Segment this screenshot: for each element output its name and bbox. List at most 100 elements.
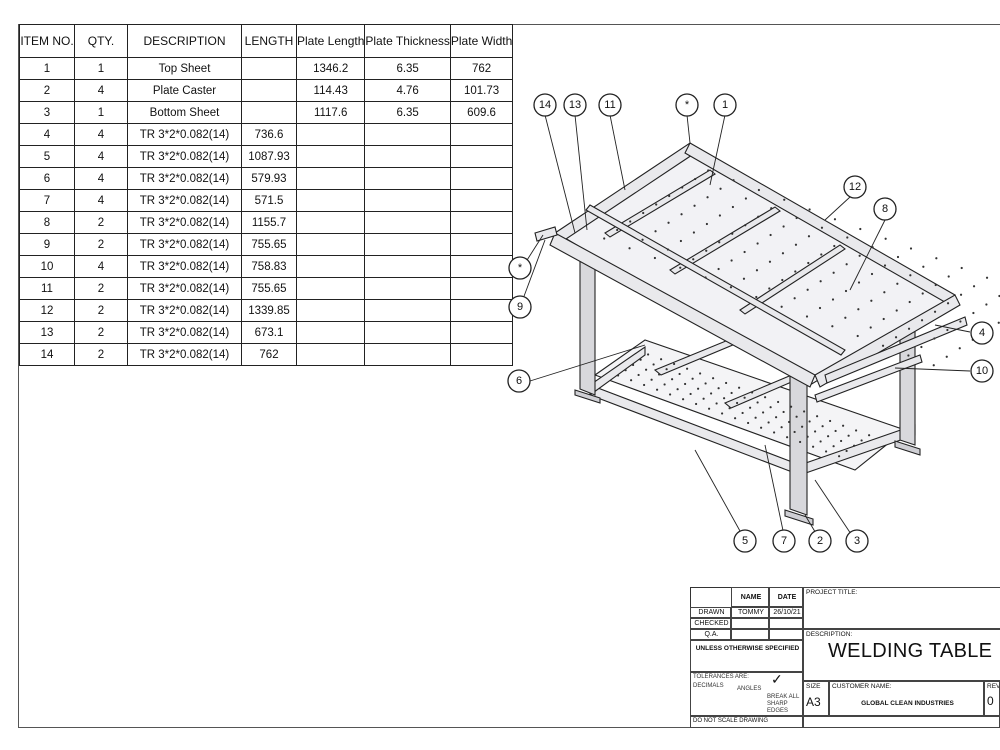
perforation-hole: [820, 226, 824, 229]
perforation-hole: [947, 275, 950, 278]
tolerances-box: TOLERANCES ARE: DECIMALS ANGLES ✓ BREAK …: [690, 672, 803, 716]
perforation-hole: [868, 434, 871, 437]
bom-cell-qty: 2: [74, 233, 128, 256]
svg-text:8: 8: [882, 203, 888, 215]
drawn-name: TOMMY: [731, 607, 769, 618]
bom-header-row: ITEM NO. QTY. DESCRIPTION LENGTH Plate L…: [19, 24, 514, 58]
bom-cell-desc: TR 3*2*0.082(14): [127, 145, 242, 168]
perforation-hole: [624, 369, 627, 372]
bom-cell-desc: TR 3*2*0.082(14): [127, 277, 242, 300]
perforation-hole: [706, 196, 709, 199]
top-crossbar-2: [669, 206, 781, 275]
perforation-hole: [769, 233, 772, 237]
perforation-hole: [697, 387, 700, 390]
perforation-hole: [985, 276, 989, 279]
perforation-hole: [825, 450, 828, 453]
bom-cell-qty: 1: [74, 57, 128, 80]
unless-specified-label: UNLESS OTHERWISE SPECIFIED: [690, 640, 803, 672]
perforation-hole: [749, 406, 752, 409]
perforation-hole: [762, 411, 765, 414]
col-qty: QTY.: [74, 24, 128, 58]
bom-cell-qty: 4: [74, 189, 128, 212]
perforation-hole: [693, 204, 696, 207]
qa-name: [731, 629, 769, 640]
bom-cell-pwid: [449, 343, 514, 366]
perforation-hole: [801, 425, 804, 428]
perforation-hole: [754, 416, 757, 419]
rev-value: 0: [987, 694, 994, 708]
perforation-hole: [637, 373, 640, 377]
bom-cell-plen: [295, 299, 366, 322]
size-label: SIZE: [806, 683, 821, 690]
balloon-5: 5: [733, 529, 757, 553]
perforation-hole: [658, 373, 661, 376]
bom-cell-item: 9: [19, 233, 75, 256]
perforation-hole: [818, 306, 822, 310]
bom-cell-item: 13: [19, 321, 75, 344]
perforation-hole: [692, 258, 695, 261]
caster-plate-1: [574, 389, 601, 404]
svg-text:12: 12: [849, 181, 861, 193]
checked-label: CHECKED: [690, 618, 731, 629]
bom-cell-desc: Bottom Sheet: [127, 101, 242, 124]
perforation-hole: [946, 328, 949, 332]
bom-cell-plen: 1346.2: [295, 57, 366, 80]
bom-cell-length: [241, 57, 297, 80]
perforation-hole: [934, 283, 937, 287]
balloon-14: 14: [533, 93, 557, 117]
perforation-hole: [715, 402, 718, 405]
perforation-hole: [844, 289, 848, 293]
bom-cell-item: 3: [19, 101, 75, 124]
perforation-hole: [691, 377, 694, 380]
perforation-hole: [819, 280, 822, 283]
leg-front-right: [789, 372, 808, 516]
perforation-hole: [935, 257, 938, 260]
perforation-hole: [710, 392, 713, 395]
bom-cell-qty: 2: [74, 299, 128, 322]
perforation-hole: [869, 326, 872, 329]
perforation-hole: [855, 429, 858, 432]
perforation-hole: [985, 303, 988, 306]
name-header: NAME: [731, 587, 769, 607]
bom-cell-plen: [295, 343, 366, 366]
perforation-hole: [712, 377, 715, 380]
perforation-hole: [907, 354, 910, 357]
perforation-hole: [764, 396, 767, 399]
perforation-hole: [681, 186, 684, 189]
perforation-hole: [788, 420, 791, 424]
perforation-hole: [847, 434, 850, 437]
perforation-hole: [656, 388, 659, 391]
perforation-hole: [743, 396, 746, 399]
welding-table-isometric-drawing: 14 13 11 * 1 12 8 * 9 4 10 6 5 7 2 3: [507, 93, 1000, 553]
svg-text:6: 6: [516, 375, 522, 387]
leader-lines: [519, 114, 971, 541]
col-plate-width: Plate Width: [449, 24, 514, 58]
perforation-hole: [641, 238, 644, 241]
perforation-hole: [755, 269, 759, 272]
svg-text:4: 4: [979, 327, 985, 339]
perforation-hole: [803, 410, 806, 413]
bom-cell-plen: [295, 123, 366, 146]
balloon-8: 8: [873, 197, 897, 221]
perforation-hole: [807, 235, 811, 238]
balloon-13: 13: [563, 93, 587, 117]
perforation-hole: [757, 215, 760, 218]
perforation-hole: [933, 310, 937, 313]
svg-text:5: 5: [742, 535, 748, 547]
bom-cell-plen: [295, 255, 366, 278]
balloon-4: 4: [970, 321, 994, 345]
perforation-hole: [840, 439, 843, 443]
side-rail-right-10: [814, 354, 923, 403]
perforation-hole: [643, 383, 646, 387]
perforation-hole: [945, 355, 948, 358]
perforation-hole: [731, 232, 734, 235]
sheet-info-row: [803, 716, 1000, 728]
perforation-hole: [799, 440, 802, 444]
perforation-hole: [959, 320, 962, 323]
bom-cell-desc: TR 3*2*0.082(14): [127, 233, 242, 256]
perforation-hole: [959, 293, 963, 296]
bom-cell-length: 571.5: [241, 189, 297, 212]
perforation-hole: [777, 400, 780, 404]
